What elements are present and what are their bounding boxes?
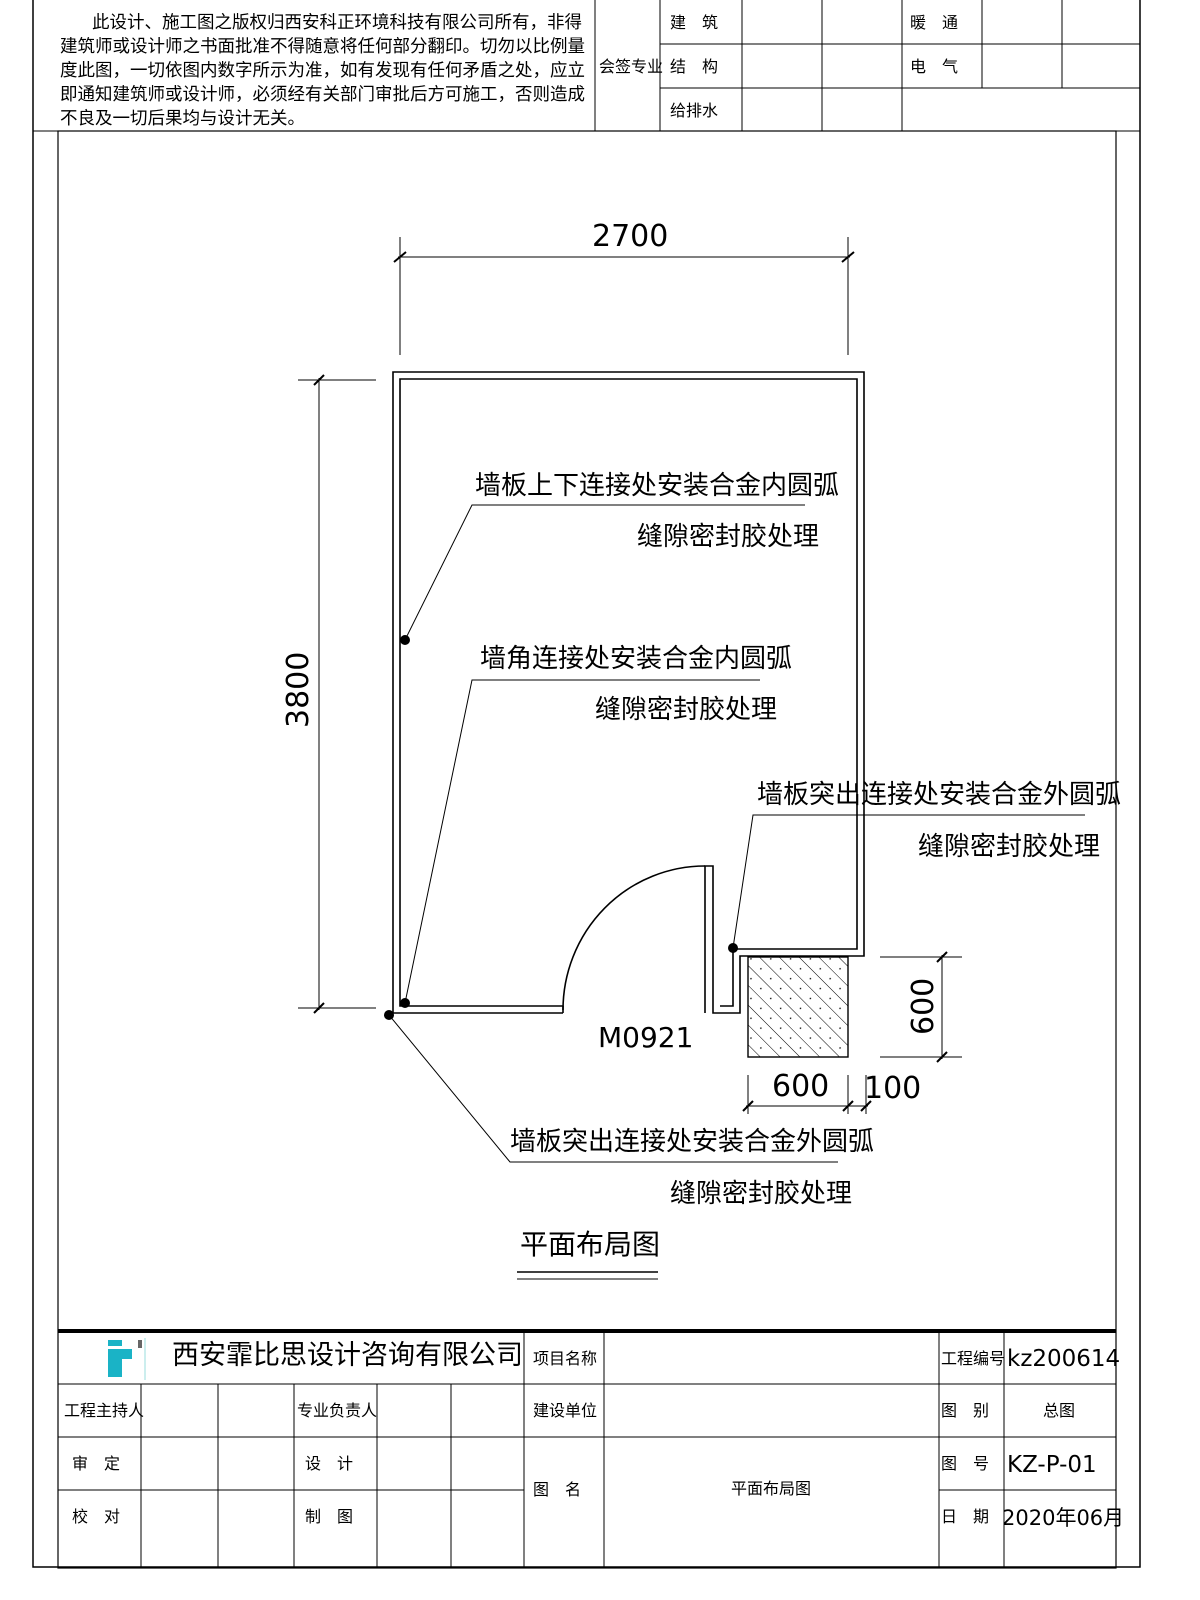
- company-logo: [108, 1338, 146, 1380]
- role-label: 工程主持人: [64, 1401, 144, 1420]
- dimension-column-height: 600: [906, 978, 941, 1035]
- door-swing-arc: [562, 865, 706, 1011]
- note-text: 墙板上下连接处安装合金内圆弧: [475, 471, 839, 501]
- role-label: 校 对: [72, 1507, 120, 1526]
- notice-line: 不良及一切后果均与设计无关。: [60, 109, 305, 129]
- notice-line: 此设计、施工图之版权归西安科正环境科技有限公司所有，非得: [92, 13, 582, 33]
- notice-line: 建筑师或设计师之书面批准不得随意将任何部分翻印。切勿以比例量: [60, 37, 585, 57]
- project-name-label: 项目名称: [533, 1349, 597, 1368]
- discipline-label: 电 气: [910, 57, 958, 76]
- discipline-label: 结 构: [670, 57, 718, 76]
- drawing-name-value: 平面布局图: [731, 1479, 811, 1498]
- drawing-no-value: KZ-P-01: [1007, 1452, 1097, 1478]
- leader-dots: [384, 635, 738, 1020]
- drawing-no-label: 图 号: [941, 1454, 989, 1473]
- discipline-label: 建 筑: [670, 13, 718, 32]
- dimension-width: 2700: [592, 219, 668, 254]
- role-label: 审 定: [72, 1454, 120, 1473]
- discipline-label: 给排水: [670, 101, 718, 120]
- project-no-label: 工程编号: [941, 1349, 1005, 1368]
- structural-column: [747, 956, 849, 1058]
- company-name: 西安霏比思设计咨询有限公司: [172, 1340, 523, 1371]
- note-text: 缝隙密封胶处理: [637, 522, 819, 552]
- category-label: 图 别: [941, 1401, 989, 1420]
- dimension-column-width: 600: [772, 1069, 829, 1104]
- project-no-value: kz200614: [1007, 1346, 1120, 1372]
- role-label: 制 图: [305, 1507, 353, 1526]
- note-text: 缝隙密封胶处理: [670, 1179, 852, 1209]
- role-label: 设 计: [305, 1454, 353, 1473]
- leader-lines: [388, 504, 1085, 1163]
- dimension-height: 3800: [281, 652, 316, 728]
- client-label: 建设单位: [533, 1401, 597, 1420]
- dimension-lines: [298, 237, 962, 1114]
- date-value: 2020年06月: [1002, 1506, 1124, 1530]
- note-text: 墙板突出连接处安装合金外圆弧: [757, 780, 1121, 810]
- notice-line: 度此图，一切依图内数字所示为准，如有发现有任何矛盾之处，应立: [60, 61, 585, 81]
- role-label: 专业负责人: [297, 1401, 377, 1420]
- outer-border: [32, 0, 1141, 1568]
- room-walls: [392, 371, 865, 1014]
- drawing-name-label: 图 名: [533, 1480, 581, 1499]
- date-label: 日 期: [941, 1507, 989, 1526]
- signoff-table: [594, 0, 1140, 131]
- note-text: 缝隙密封胶处理: [595, 695, 777, 725]
- plan-title: 平面布局图: [520, 1228, 660, 1261]
- notice-line: 即通知建筑师或设计师，必须经有关部门审批后方可施工，否则造成: [60, 85, 585, 105]
- title-block-grid: [58, 1333, 1116, 1568]
- signoff-title: 会签专业: [599, 57, 663, 76]
- category-value: 总图: [1043, 1401, 1075, 1420]
- note-text: 缝隙密封胶处理: [918, 832, 1100, 862]
- note-text: 墙板突出连接处安装合金外圆弧: [510, 1127, 874, 1157]
- discipline-label: 暖 通: [910, 13, 958, 32]
- door-label: M0921: [598, 1021, 693, 1054]
- copyright-notice: 此设计、施工图之版权归西安科正环境科技有限公司所有，非得 建筑师或设计师之书面批…: [60, 13, 585, 129]
- note-text: 墙角连接处安装合金内圆弧: [480, 644, 792, 674]
- dimension-gap: 100: [864, 1071, 921, 1106]
